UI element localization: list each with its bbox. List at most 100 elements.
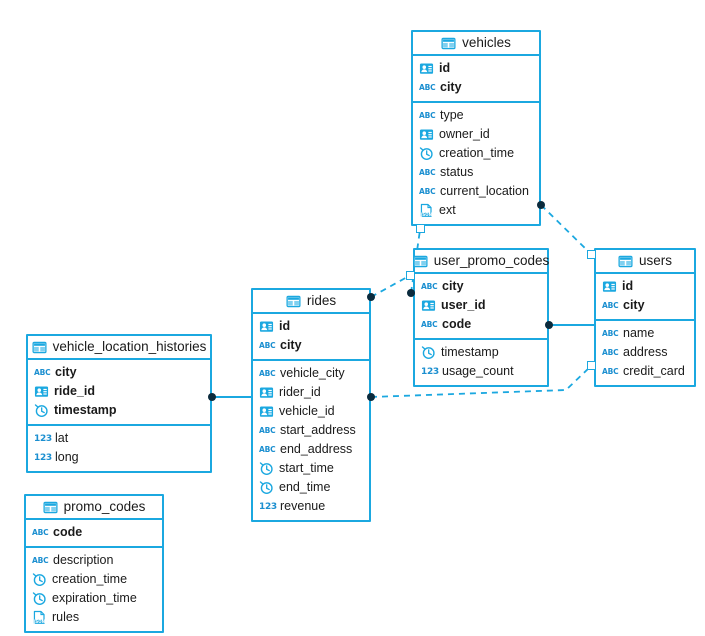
field-label: city (55, 365, 77, 380)
attribute-field[interactable]: start_time (253, 459, 369, 478)
entity-header-rides[interactable]: rides (253, 290, 369, 314)
entity-header-vehicle_location_histories[interactable]: vehicle_location_histories (28, 336, 210, 360)
relationship-line-rides-to-user_promo_codes[interactable] (370, 275, 410, 298)
abc-text-icon: ABC (421, 320, 438, 329)
relationship-line-vehicles-to-users[interactable] (540, 204, 591, 254)
abc-text-icon: ABC (32, 528, 49, 537)
clock-icon (259, 461, 274, 476)
abc-text-icon: ABC (421, 282, 438, 291)
abc-text-icon: ABC (602, 329, 619, 338)
field-label: city (440, 80, 462, 95)
clock-icon (421, 345, 436, 360)
entity-header-promo_codes[interactable]: promo_codes (26, 496, 162, 520)
attribute-field[interactable]: rider_id (253, 383, 369, 402)
primary-key-field[interactable]: id (253, 317, 369, 336)
field-label: end_address (280, 442, 353, 457)
primary-key-field[interactable]: ride_id (28, 382, 210, 401)
abc-text-icon: ABC (419, 168, 436, 177)
attribute-field[interactable]: creation_time (413, 144, 539, 163)
clock-icon (32, 591, 47, 606)
relationship-one-marker (537, 201, 545, 209)
attribute-field[interactable]: owner_id (413, 125, 539, 144)
primary-key-field[interactable]: id (596, 277, 694, 296)
field-label: ext (439, 203, 456, 218)
abc-text-icon: ABC (259, 369, 276, 378)
entity-title: vehicles (462, 35, 511, 51)
attribute-field[interactable]: end_time (253, 478, 369, 497)
table-grid-icon (32, 340, 47, 355)
table-grid-icon (286, 294, 301, 309)
clock-icon (419, 146, 434, 161)
entity-header-users[interactable]: users (596, 250, 694, 274)
field-label: revenue (280, 499, 326, 514)
id-card-icon (259, 404, 274, 419)
attribute-field[interactable]: expiration_time (26, 589, 162, 608)
attribute-field[interactable]: creation_time (26, 570, 162, 589)
id-card-icon (421, 298, 436, 313)
abc-text-icon: ABC (34, 368, 51, 377)
entity-header-vehicles[interactable]: vehicles (413, 32, 539, 56)
primary-key-field[interactable]: id (413, 59, 539, 78)
field-label: expiration_time (52, 591, 137, 606)
field-label: timestamp (54, 403, 117, 418)
relationship-many-marker (415, 223, 425, 233)
primary-key-field[interactable]: user_id (415, 296, 547, 315)
relationship-many-marker (586, 249, 596, 259)
field-label: owner_id (439, 127, 490, 142)
json-document-icon: JSON (32, 610, 47, 625)
field-label: rider_id (279, 385, 321, 400)
relationship-many-marker (586, 360, 596, 370)
primary-key-field[interactable]: ABC city (28, 363, 210, 382)
field-label: start_time (279, 461, 334, 476)
field-label: usage_count (442, 364, 514, 379)
abc-text-icon: ABC (602, 367, 619, 376)
123-number-icon: 123 (34, 434, 52, 444)
entity-header-user_promo_codes[interactable]: user_promo_codes (413, 250, 549, 274)
field-label: user_id (441, 298, 486, 313)
primary-key-field[interactable]: timestamp (28, 401, 210, 420)
attribute-field[interactable]: vehicle_id (253, 402, 369, 421)
id-card-icon (419, 61, 434, 76)
attribute-field[interactable]: timestamp (415, 343, 547, 362)
clock-icon (32, 572, 47, 587)
entity-title: promo_codes (63, 499, 146, 515)
abc-text-icon: ABC (602, 348, 619, 357)
